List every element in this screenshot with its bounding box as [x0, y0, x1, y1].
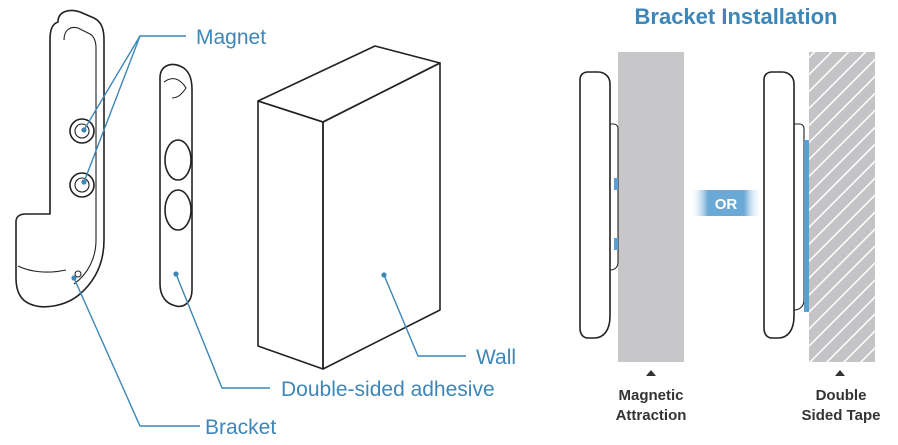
- bracket-label: Bracket: [205, 416, 276, 439]
- adhesive-strip-illustration: [159, 63, 193, 308]
- magnetic-arrow-icon: [646, 370, 656, 376]
- tape-method-illustration: [763, 52, 875, 376]
- or-label: OR: [715, 196, 738, 213]
- adhesive-label: Double-sided adhesive: [281, 378, 495, 401]
- magnetic-caption-line2: Attraction: [616, 407, 687, 424]
- wall-panel-tape: [809, 52, 875, 362]
- magnet-label: Magnet: [196, 26, 266, 49]
- magnetic-method-illustration: [579, 52, 684, 376]
- magnet-contact-bottom: [614, 238, 618, 250]
- tape-caption-line1: Double: [816, 387, 867, 404]
- tape-strip: [804, 140, 809, 312]
- tape-arrow-icon: [835, 370, 845, 376]
- magnetic-caption-line1: Magnetic: [618, 387, 683, 404]
- wall-block-illustration: [257, 45, 441, 370]
- or-badge: OR: [690, 190, 762, 216]
- installation-title: Bracket Installation: [635, 4, 838, 29]
- magnet-contact-top: [614, 178, 618, 190]
- callout-leaders: [71, 35, 466, 427]
- tape-caption-line2: Sided Tape: [802, 407, 881, 424]
- wall-panel-magnetic: [618, 52, 684, 362]
- wall-label: Wall: [476, 346, 516, 369]
- bracket-illustration: [15, 9, 105, 308]
